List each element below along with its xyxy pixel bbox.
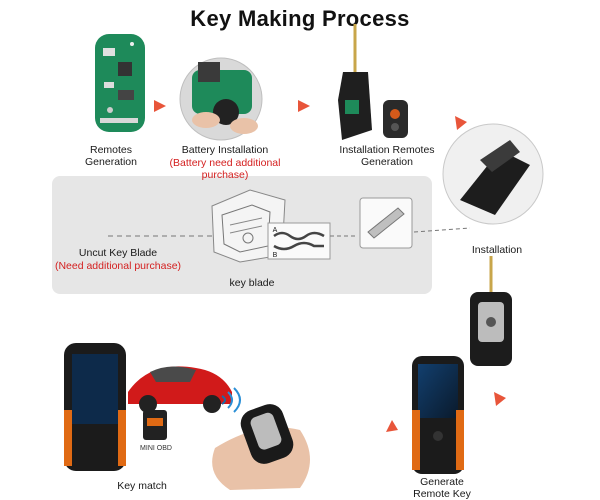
page-title: Key Making Process	[190, 6, 410, 31]
label-generate-remote-key: Generate Remote Key	[413, 476, 471, 500]
installation-zoom-image	[442, 123, 544, 225]
keytool-device-left-image	[64, 343, 126, 471]
arrow-icon-5	[386, 420, 398, 432]
arrow-icon-4	[494, 392, 506, 406]
flip-key-remote-image	[338, 24, 408, 140]
label-key-match: Key match	[117, 480, 167, 492]
label-remotes-generation: Remotes Generation	[85, 144, 137, 168]
blade-marker-a: A	[272, 227, 278, 234]
hand-with-key-image	[212, 404, 310, 490]
label-battery-installation: Battery Installation	[181, 144, 269, 156]
keytool-device-right-image	[412, 356, 464, 474]
battery-installation-image	[179, 57, 263, 141]
uncut-key-blade-image	[108, 227, 471, 237]
signal-waves-icon	[221, 387, 241, 413]
pcb-board-image	[95, 34, 145, 132]
label-uncut-key-blade: Uncut Key Blade	[78, 247, 158, 259]
blade-profile-box	[267, 197, 413, 260]
assembled-flip-key-image	[470, 256, 512, 366]
arrow-icon-1	[154, 100, 166, 112]
label-installation: Installation	[471, 244, 523, 256]
mini-obd-image	[143, 410, 167, 440]
arrow-icon-2	[298, 100, 310, 112]
red-car-image	[128, 366, 232, 413]
label-key-blade: key blade	[229, 277, 275, 289]
label-mini-obd: MINI OBD	[140, 445, 172, 452]
blade-marker-b: B	[272, 252, 278, 259]
label-uncut-note: (Need additional purchase)	[54, 260, 182, 272]
label-battery-note: (Battery need additional purchase)	[169, 157, 281, 181]
label-installation-remotes-generation: Installation Remotes Generation	[339, 144, 435, 168]
arrow-icon-3	[455, 116, 467, 130]
